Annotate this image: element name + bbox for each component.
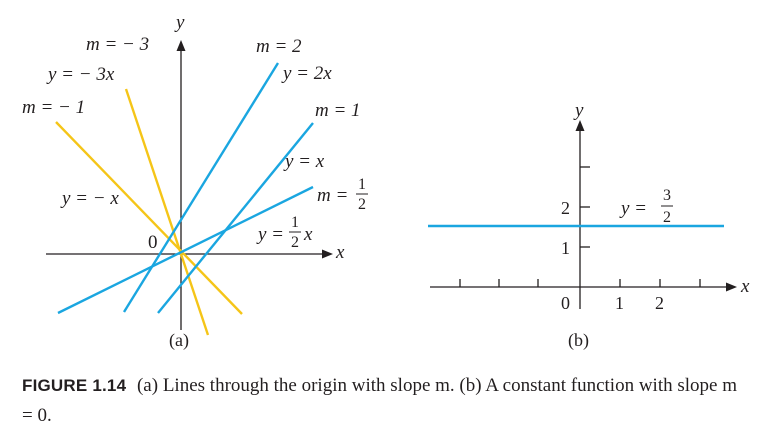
- panel-a-lines: [55, 62, 314, 336]
- label-y-halfx-den: 2: [291, 234, 299, 251]
- line-slope-1: [157, 122, 314, 314]
- panel-a-x-arrow: [322, 249, 333, 259]
- panel-b-x-tick-label-2: 2: [655, 293, 664, 313]
- label-y-three-halves-den: 2: [663, 209, 671, 226]
- panel-a-origin-label: 0: [148, 232, 158, 253]
- figure-caption: FIGURE 1.14 (a) Lines through the origin…: [22, 371, 752, 431]
- label-m-1: m = 1: [315, 100, 361, 121]
- panel-b-origin-label: 0: [561, 293, 570, 313]
- label-m-half-num: 1: [358, 176, 366, 193]
- label-y-three-halves-num: 3: [663, 187, 671, 204]
- figure-label: FIGURE 1.14: [22, 376, 127, 395]
- label-m-half-prefix: m =: [317, 185, 348, 206]
- label-y-halfx-prefix: y =: [256, 224, 284, 245]
- panel-a: m = − 3 y = − 3x m = − 1 y = − x m = 2 y…: [22, 12, 368, 351]
- line-slope-neg3: [124, 88, 210, 336]
- panel-b-x-tick-label-1: 1: [615, 293, 624, 313]
- panel-a-y-axis-label: y: [174, 12, 185, 33]
- line-slope-2: [122, 62, 280, 313]
- label-y-negx: y = − x: [60, 188, 119, 209]
- label-m-2: m = 2: [256, 36, 302, 57]
- label-y-x: y = x: [283, 151, 325, 172]
- label-m-neg3: m = − 3: [86, 34, 149, 55]
- label-y-2x: y = 2x: [281, 63, 332, 84]
- panel-b-y-arrow: [575, 120, 585, 131]
- label-y-halfx-num: 1: [291, 214, 299, 231]
- panel-b-caption: (b): [568, 330, 589, 351]
- label-y-three-halves-prefix: y =: [619, 198, 647, 219]
- figure-caption-text: (a) Lines through the origin with slope …: [22, 375, 737, 426]
- line-slope-half: [57, 185, 314, 315]
- line-slope-neg1: [55, 121, 243, 315]
- label-y-neg3x: y = − 3x: [46, 64, 115, 85]
- panel-a-y-arrow: [176, 40, 186, 51]
- label-m-half-den: 2: [358, 196, 366, 213]
- label-y-halfx-suffix: x: [303, 224, 313, 245]
- panel-b-x-arrow: [726, 282, 737, 292]
- panel-a-caption: (a): [169, 330, 189, 351]
- panel-b: 2 1 1 2 0 y = 3 2 x y (b): [428, 100, 750, 351]
- panel-b-x-axis-label: x: [740, 276, 750, 297]
- panel-b-y-tick-label-2: 2: [561, 198, 570, 218]
- label-m-neg1: m = − 1: [22, 97, 85, 118]
- panel-a-x-axis-label: x: [335, 242, 345, 263]
- panel-b-y-axis-label: y: [573, 100, 584, 121]
- panel-b-y-tick-label-1: 1: [561, 238, 570, 258]
